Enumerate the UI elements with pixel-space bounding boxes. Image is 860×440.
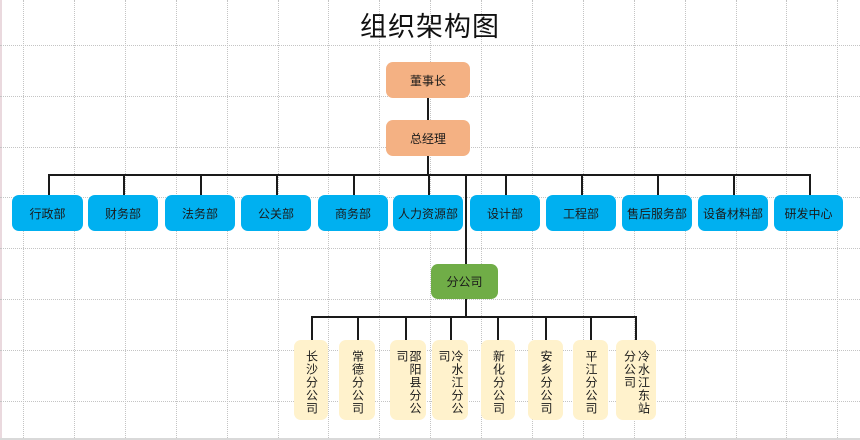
bottom-border bbox=[0, 438, 860, 440]
node-sub-branch[interactable]: 安乡分公司 bbox=[528, 340, 563, 420]
chart-title: 组织架构图 bbox=[360, 12, 500, 43]
connector-department-drop bbox=[353, 174, 355, 195]
connector-department-drop bbox=[809, 174, 811, 195]
node-chairman[interactable]: 董事长 bbox=[386, 62, 470, 98]
connector-sub-branch-drop bbox=[635, 316, 637, 342]
node-sub-branch[interactable]: 邵阳县分公司 bbox=[390, 340, 426, 420]
node-label-column: 分公司 bbox=[622, 350, 637, 389]
connector-sub-branch-drop bbox=[357, 316, 359, 342]
node-label: 研发中心 bbox=[784, 206, 833, 221]
node-label: 分公司 bbox=[446, 275, 483, 289]
node-department[interactable]: 公关部 bbox=[241, 195, 311, 231]
grid-line-horizontal bbox=[0, 350, 860, 351]
sub-branch-bus-line bbox=[311, 316, 637, 318]
node-label-column: 冷水江东站 bbox=[636, 350, 651, 415]
node-sub-branch[interactable]: 常德分公司 bbox=[339, 340, 375, 420]
node-label: 总经理 bbox=[409, 131, 446, 146]
node-label: 法务部 bbox=[181, 206, 218, 221]
connector-gm-to-bus bbox=[427, 156, 429, 176]
connector-chairman-to-gm bbox=[427, 98, 429, 120]
node-sub-branch[interactable]: 冷水江东站分公司 bbox=[616, 340, 656, 420]
node-sub-branch[interactable]: 平江分公司 bbox=[573, 340, 608, 420]
connector-to-branch-hub bbox=[465, 174, 467, 264]
connector-department-drop bbox=[276, 174, 278, 195]
node-department[interactable]: 法务部 bbox=[165, 195, 235, 231]
connector-department-drop bbox=[505, 174, 507, 195]
connector-sub-branch-drop bbox=[545, 316, 547, 342]
node-department[interactable]: 商务部 bbox=[318, 195, 388, 231]
node-department[interactable]: 人力资源部 bbox=[393, 195, 463, 231]
connector-sub-branch-drop bbox=[497, 316, 499, 342]
node-label-column: 平江分公司 bbox=[584, 350, 598, 415]
node-label: 售后服务部 bbox=[626, 206, 687, 221]
node-sub-branch[interactable]: 冷水江分公司 bbox=[432, 340, 468, 420]
connector-sub-branch-drop bbox=[311, 316, 313, 342]
node-department[interactable]: 研发中心 bbox=[774, 195, 843, 231]
node-label-column: 邵阳县分公司 bbox=[395, 350, 422, 415]
connector-branch-hub-to-bus bbox=[465, 299, 467, 317]
grid-line-horizontal bbox=[0, 299, 860, 300]
node-department[interactable]: 财务部 bbox=[88, 195, 158, 231]
node-label: 设计部 bbox=[486, 206, 523, 221]
grid-line-horizontal bbox=[0, 45, 860, 46]
node-label: 财务部 bbox=[104, 206, 141, 221]
node-department[interactable]: 设备材料部 bbox=[698, 195, 768, 231]
node-department[interactable]: 行政部 bbox=[12, 195, 83, 231]
connector-sub-branch-drop bbox=[450, 316, 452, 342]
connector-department-drop bbox=[123, 174, 125, 195]
connector-department-drop bbox=[657, 174, 659, 195]
node-label-column: 冷水江分公司 bbox=[437, 350, 464, 415]
node-label: 工程部 bbox=[562, 206, 599, 221]
connector-department-drop bbox=[581, 174, 583, 195]
node-label: 董事长 bbox=[409, 73, 446, 88]
connector-department-drop bbox=[48, 174, 50, 195]
connector-department-drop bbox=[428, 174, 430, 195]
node-label-column: 新化分公司 bbox=[491, 350, 506, 415]
node-department[interactable]: 设计部 bbox=[470, 195, 540, 231]
node-department[interactable]: 工程部 bbox=[546, 195, 616, 231]
connector-department-drop bbox=[200, 174, 202, 195]
node-label-column: 安乡分公司 bbox=[539, 350, 553, 415]
node-label: 人力资源部 bbox=[397, 206, 458, 221]
node-label-column: 常德分公司 bbox=[350, 350, 365, 415]
node-label: 设备材料部 bbox=[702, 206, 763, 221]
node-branch-hub[interactable]: 分公司 bbox=[431, 264, 498, 299]
node-label-column: 长沙分公司 bbox=[304, 350, 319, 415]
connector-sub-branch-drop bbox=[590, 316, 592, 342]
connector-sub-branch-drop bbox=[405, 316, 407, 342]
node-label: 行政部 bbox=[29, 206, 66, 221]
node-department[interactable]: 售后服务部 bbox=[622, 195, 692, 231]
connector-department-drop bbox=[733, 174, 735, 195]
grid-line-horizontal bbox=[0, 248, 860, 249]
left-border bbox=[0, 0, 2, 440]
node-general-manager[interactable]: 总经理 bbox=[386, 120, 470, 156]
grid-line-horizontal bbox=[0, 401, 860, 402]
node-sub-branch[interactable]: 新化分公司 bbox=[481, 340, 515, 420]
node-sub-branch[interactable]: 长沙分公司 bbox=[294, 340, 328, 420]
node-label: 商务部 bbox=[334, 206, 371, 221]
node-label: 公关部 bbox=[257, 206, 294, 221]
